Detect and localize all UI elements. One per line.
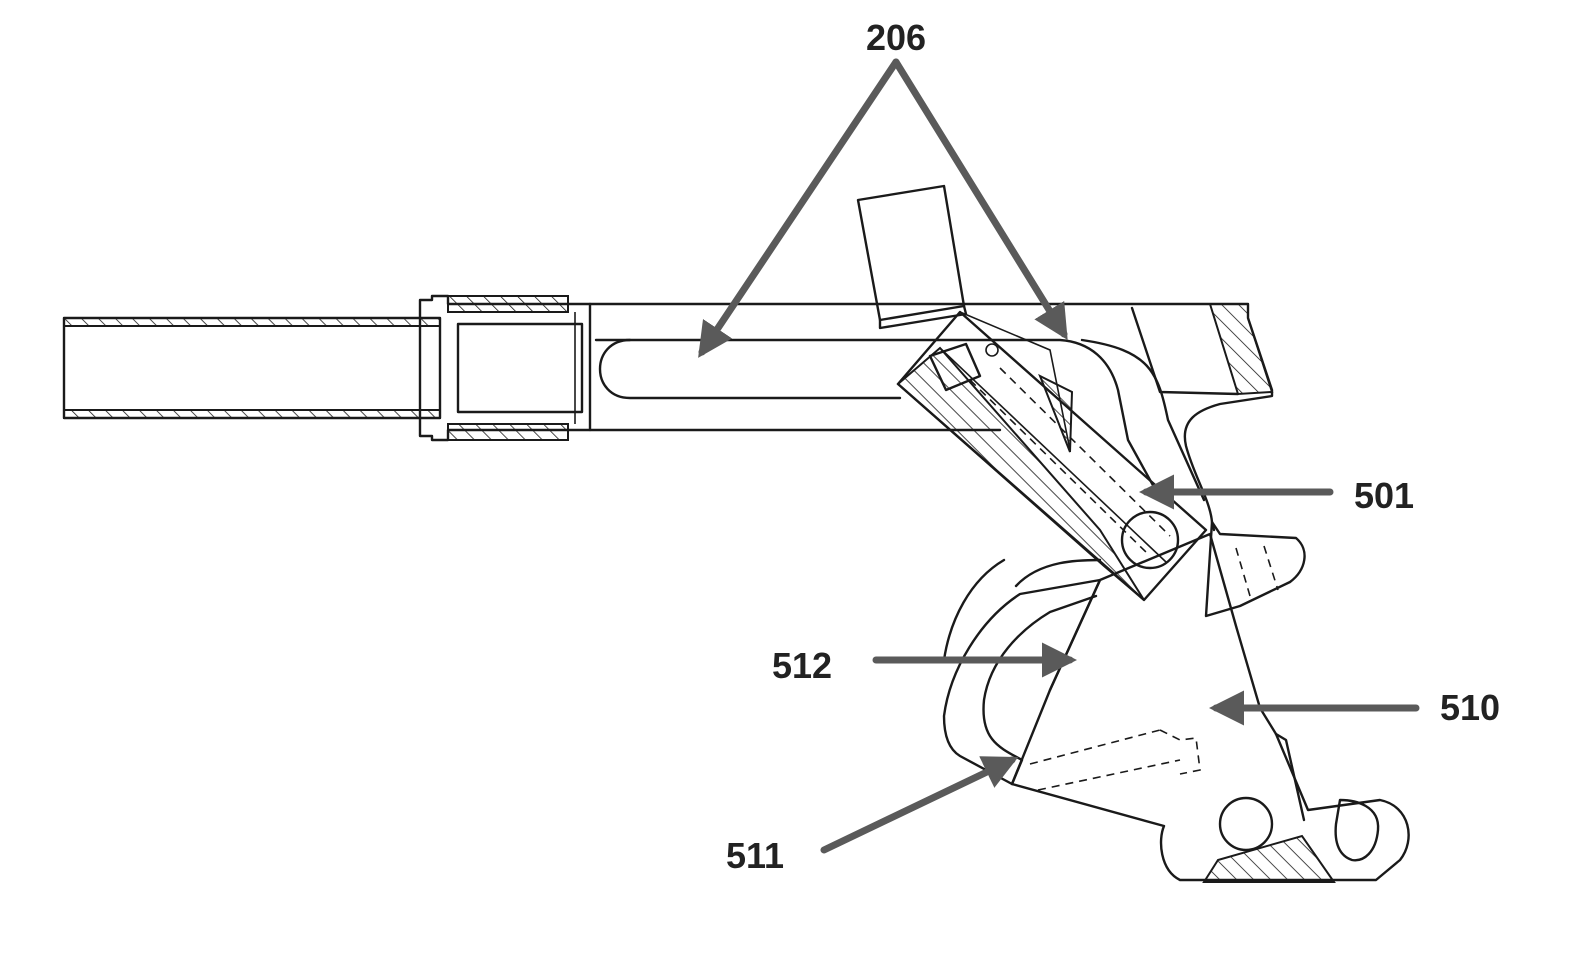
coupling-collar: [420, 296, 590, 440]
top-block: [858, 186, 966, 328]
label-206: 206: [866, 17, 926, 58]
leader-lines: [702, 62, 1416, 850]
plunger-501: [898, 312, 1206, 600]
label-512: 512: [772, 645, 832, 686]
leader-511: [824, 760, 1012, 850]
barrel-tube: [64, 318, 440, 418]
label-511: 511: [726, 835, 784, 876]
frame-body: [590, 304, 1272, 530]
leader-206-right: [896, 62, 1064, 334]
leader-206-left: [702, 62, 896, 352]
trigger-assembly: [944, 522, 1409, 882]
label-501: 501: [1354, 475, 1414, 516]
label-510: 510: [1440, 687, 1500, 728]
